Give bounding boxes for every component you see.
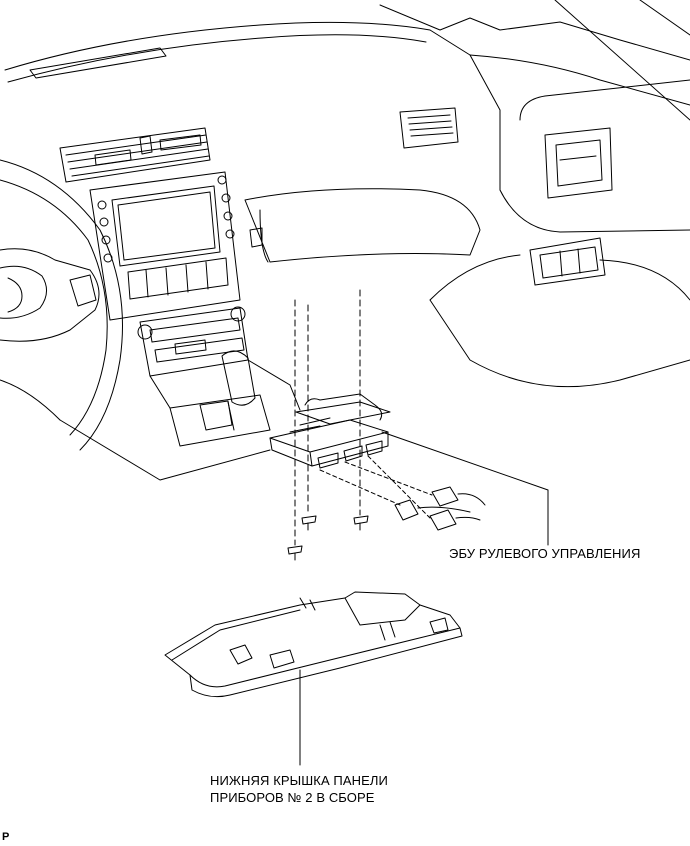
dashboard-upper — [4, 0, 690, 233]
gear-shift — [59, 350, 301, 481]
ecu-label: ЭБУ РУЛЕВОГО УПРАВЛЕНИЯ — [449, 546, 641, 561]
lower-cover — [164, 591, 463, 698]
ecu-leader-line — [381, 431, 549, 546]
corner-code: P — [2, 831, 10, 843]
glove-box — [244, 188, 481, 263]
door-panel — [429, 79, 690, 388]
cover-label-line2: ПРИБОРОВ № 2 В СБОРЕ — [210, 790, 375, 805]
mounting-screws — [287, 289, 369, 561]
cover-label-line1: НИЖНЯЯ КРЫШКА ПАНЕЛИ — [210, 773, 388, 788]
ecu-module — [269, 393, 391, 469]
steering-wheel — [0, 159, 123, 451]
center-stack — [89, 171, 249, 377]
center-vents — [59, 127, 211, 183]
right-vent — [399, 107, 459, 149]
wire-connectors — [319, 455, 486, 531]
